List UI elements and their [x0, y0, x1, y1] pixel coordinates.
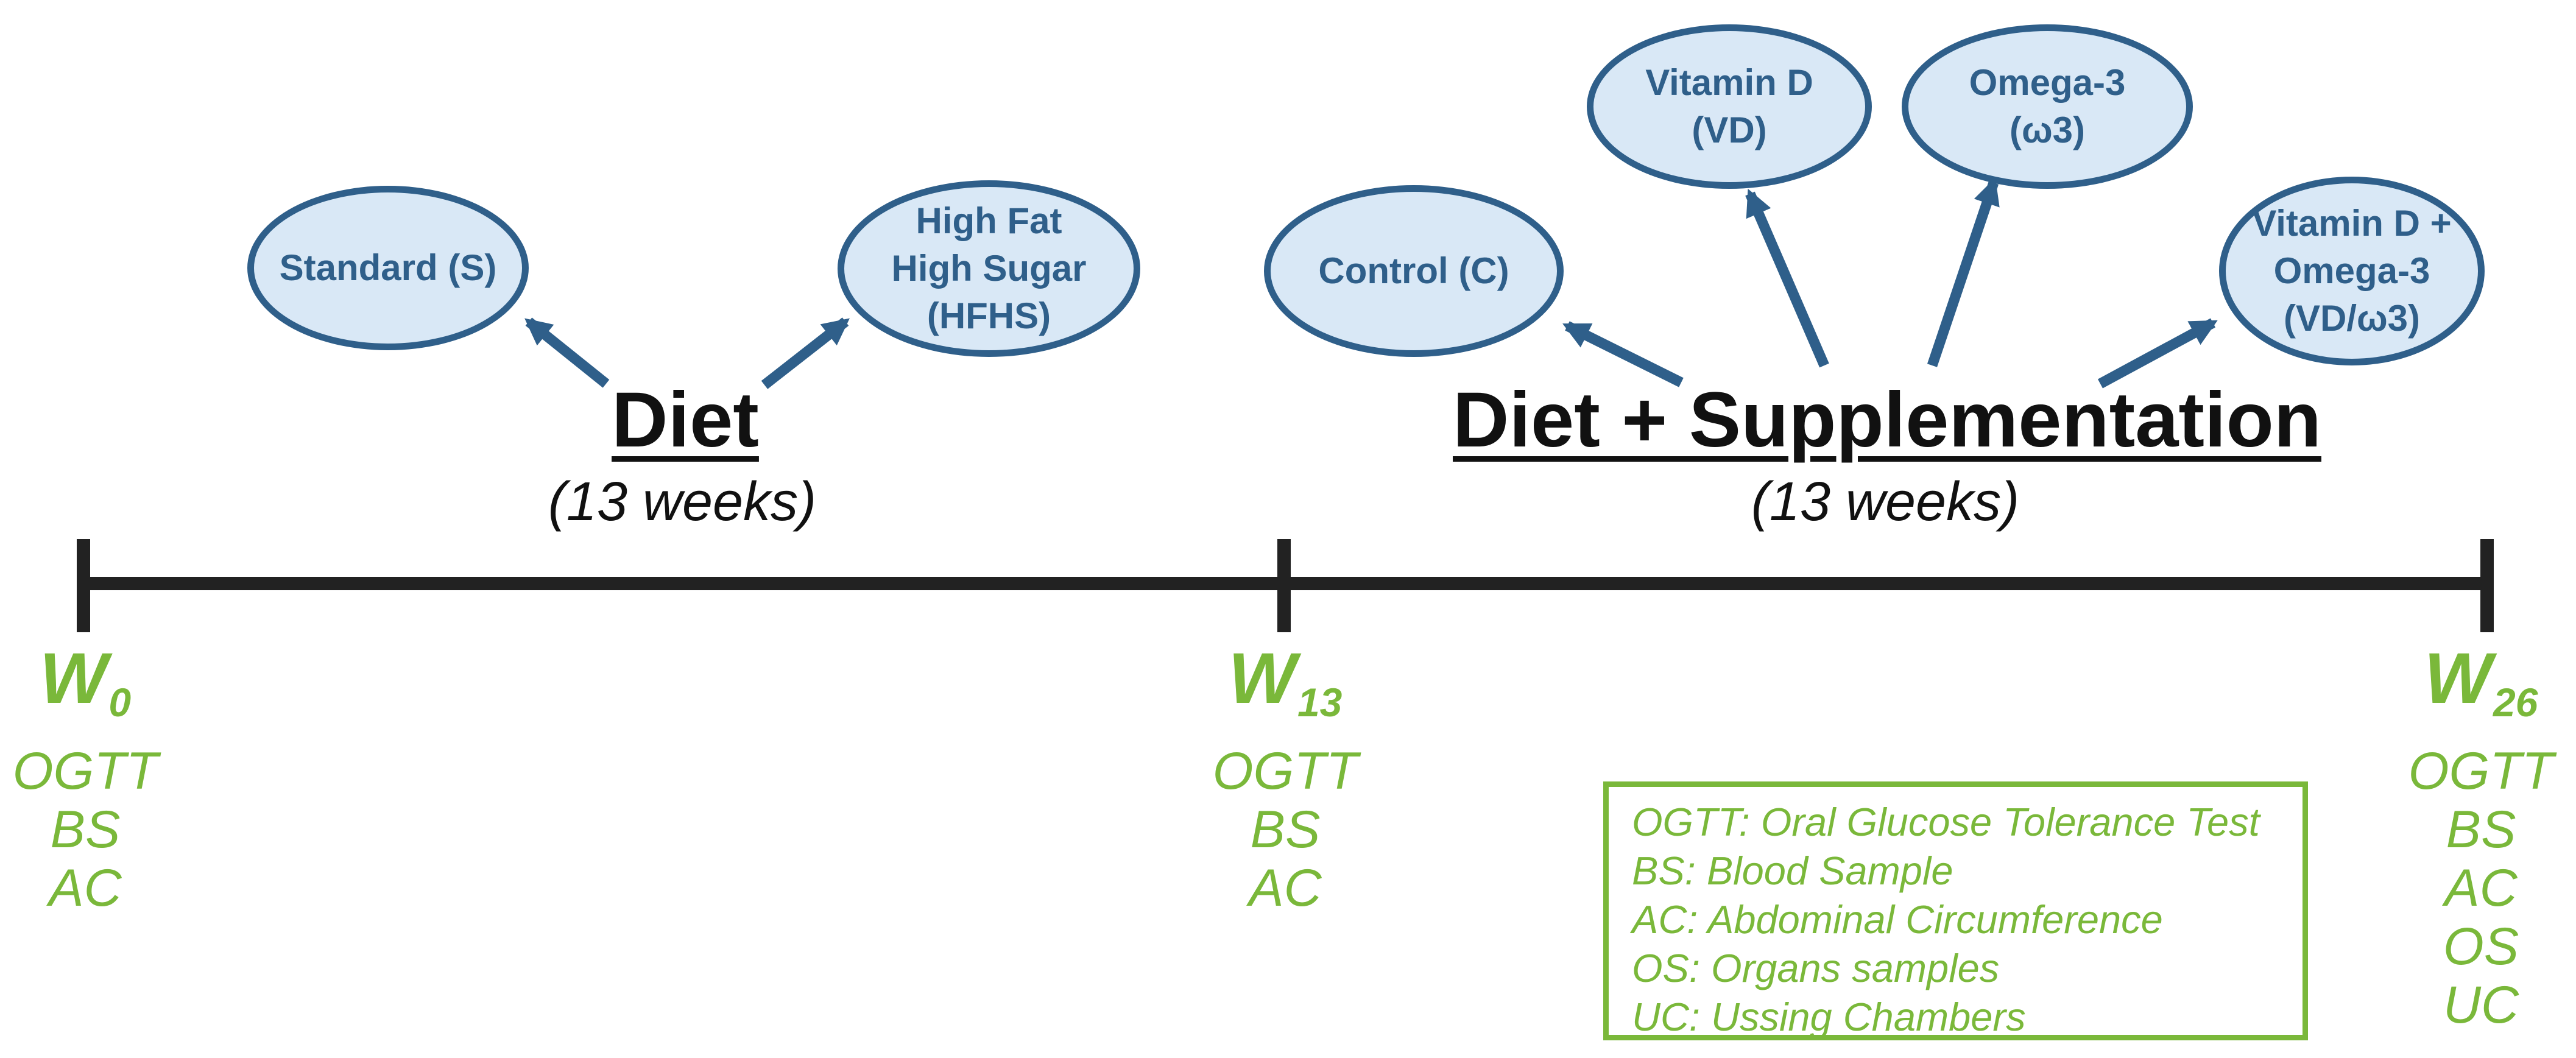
measure-item: OS	[2443, 917, 2519, 976]
group-label: (ω3)	[2009, 110, 2085, 150]
week-number: 26	[2493, 680, 2538, 725]
measure-item: AC	[1249, 859, 1322, 917]
measure-item: OGTT	[2408, 742, 2554, 800]
arrow-diet-to-hfhs	[761, 317, 850, 389]
group-vd-omega-3-ellipse: Vitamin D + Omega-3 (VD/ω3)	[2219, 177, 2485, 365]
legend-item: OGTT: Oral Glucose Tolerance Test	[1632, 800, 2260, 844]
group-control-ellipse: Control (C)	[1264, 185, 1564, 357]
measure-item: UC	[2443, 976, 2519, 1034]
week-number: 13	[1297, 680, 1343, 725]
group-standard-ellipse: Standard (S)	[247, 186, 529, 350]
measure-item: AC	[49, 859, 122, 917]
week-letter: W	[1228, 638, 1296, 719]
group-label: Vitamin D	[1645, 62, 1813, 103]
phase-title-diet: Diet	[612, 376, 759, 464]
arrow-supp-to-control	[1562, 321, 1684, 387]
abbreviation-legend: OGTT: Oral Glucose Tolerance Test BS: Bl…	[1603, 781, 2308, 1040]
phase-title-diet-supplementation: Diet + Supplementation	[1453, 376, 2321, 464]
group-label: (HFHS)	[926, 295, 1051, 336]
group-vitamin-d-ellipse: Vitamin D (VD)	[1587, 24, 1872, 189]
arrow-supp-to-vd-omega-3	[2097, 318, 2218, 389]
group-label: Omega-3	[1969, 62, 2126, 103]
legend-item: AC: Abdominal Circumference	[1632, 897, 2163, 942]
group-label: Standard (S)	[279, 247, 497, 288]
measure-item: BS	[50, 800, 121, 859]
timepoint-week-13: W13	[1229, 643, 1343, 722]
timepoint-week-26: W26	[2424, 643, 2538, 722]
measures-week-13: OGTT BS AC	[1188, 742, 1383, 917]
group-label: High Fat	[916, 200, 1062, 241]
arrow-diet-to-standard	[524, 317, 610, 388]
timepoint-week-0: W0	[40, 643, 131, 722]
phase-duration-supplementation: (13 weeks)	[1751, 471, 2020, 532]
measures-week-0: OGTT BS AC	[0, 742, 183, 917]
legend-item: UC: Ussing Chambers	[1632, 995, 2026, 1039]
group-omega-3-ellipse: Omega-3 (ω3)	[1902, 24, 2193, 189]
arrow-supp-to-omega-3	[1927, 177, 2000, 367]
measure-item: OGTT	[1212, 742, 1358, 800]
measures-week-26: OGTT BS AC OS UC	[2384, 742, 2576, 1034]
group-label: High Sugar	[891, 248, 1087, 289]
measure-item: BS	[2446, 800, 2516, 859]
week-letter: W	[2424, 638, 2492, 719]
group-label: Vitamin D +	[2252, 203, 2452, 244]
measure-item: AC	[2444, 859, 2518, 917]
week-number: 0	[108, 680, 132, 725]
group-hfhs-ellipse: High Fat High Sugar (HFHS)	[838, 180, 1140, 357]
measure-item: OGTT	[12, 742, 158, 800]
phase-duration-diet: (13 weeks)	[548, 471, 817, 532]
legend-item: OS: Organs samples	[1632, 946, 2000, 990]
legend-item: BS: Blood Sample	[1632, 848, 1953, 893]
group-label: Omega-3	[2273, 250, 2430, 291]
arrow-supp-to-vitamin-d	[1745, 188, 1829, 368]
measure-item: BS	[1250, 800, 1321, 859]
group-label: (VD)	[1692, 110, 1767, 150]
week-letter: W	[39, 638, 108, 719]
group-label: (VD/ω3)	[2283, 298, 2421, 339]
group-label: Control (C)	[1318, 250, 1509, 291]
